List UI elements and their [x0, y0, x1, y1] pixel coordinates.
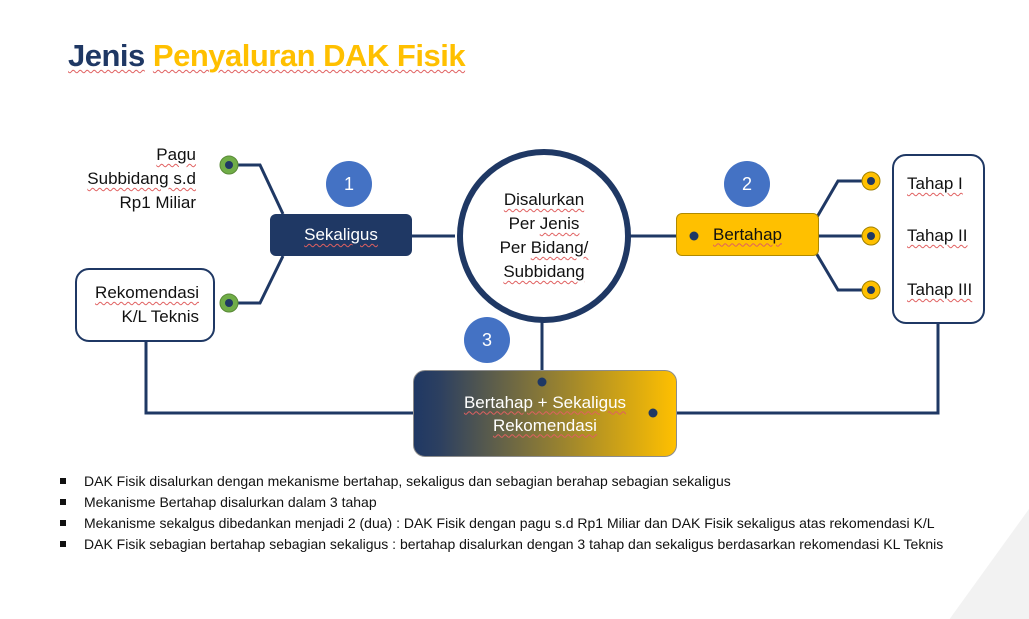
combined-line-2: Rekomendasi	[493, 415, 597, 435]
center-line-4: Subbidang	[503, 262, 585, 281]
center-line-2-jenis: Jenis	[539, 214, 580, 233]
tahap-box: Tahap I Tahap II Tahap III	[892, 154, 985, 324]
bullet-item: Mekanisme Bertahap disalurkan dalam 3 ta…	[60, 492, 943, 513]
badge-1-number: 1	[343, 173, 354, 194]
center-line-1: Disalurkan	[503, 190, 585, 209]
dot-tahap-1-center	[867, 177, 875, 185]
pagu-line-1: Pagu	[156, 145, 196, 164]
sekaligus-label: Sekaligus	[304, 225, 378, 244]
bullet-icon	[60, 478, 66, 484]
bertahap-label: Bertahap	[713, 224, 782, 244]
pagu-line-3: Rp1 Miliar	[119, 193, 196, 212]
tahap-2-label: Tahap II	[907, 226, 968, 245]
bullet-icon	[60, 541, 66, 547]
bullet-item: DAK Fisik disalurkan dengan mekanisme be…	[60, 471, 943, 492]
pagu-line-2-text: Subbidang s.d	[87, 169, 196, 188]
combined-line-1: Bertahap + Sekaligus	[463, 392, 627, 412]
combined-top-dot	[537, 377, 547, 387]
dot-rekomendasi-center	[225, 299, 233, 307]
badge-2-number: 2	[741, 173, 752, 194]
center-line-3: Per Bidang/	[499, 238, 589, 257]
title-part-2: Penyaluran DAK Fisik	[152, 38, 466, 73]
page-title: Jenis Penyaluran DAK Fisik	[68, 38, 466, 74]
connector-tahap-combined	[654, 323, 940, 415]
sekaligus-node: Sekaligus	[270, 214, 412, 256]
bullet-text: Mekanisme sekalgus dibedankan menjadi 2 …	[84, 515, 935, 531]
tahap-1-label: Tahap I	[907, 174, 963, 193]
bertahap-node: Bertahap	[676, 213, 819, 256]
rekomendasi-line-1: Rekomendasi	[95, 283, 199, 302]
bullet-text: DAK Fisik sebagian bertahap sebagian sek…	[84, 536, 944, 552]
rekomendasi-line-2: K/L Teknis	[121, 307, 200, 326]
tahap-3-label: Tahap III	[907, 280, 973, 299]
badge-3: 3	[464, 317, 510, 363]
center-line-2: Per Jenis	[508, 214, 580, 233]
bullet-text: DAK Fisik disalurkan dengan mekanisme be…	[84, 473, 731, 489]
bertahap-dot	[689, 231, 699, 241]
title-part-1: Jenis	[68, 38, 145, 73]
connector-rekomendasi-combined	[144, 341, 414, 415]
combined-right-dot	[648, 408, 658, 418]
bullet-icon	[60, 520, 66, 526]
dot-tahap-3-center	[867, 286, 875, 294]
rekomendasi-box: Rekomendasi K/L Teknis	[75, 268, 215, 342]
center-circle: Disalurkan Per Jenis Per Bidang/ Subbida…	[457, 149, 631, 323]
badge-1: 1	[326, 161, 372, 207]
dot-pagu-center	[225, 161, 233, 169]
connector-pagu	[229, 163, 285, 215]
bullet-item: Mekanisme sekalgus dibedankan menjadi 2 …	[60, 513, 943, 534]
bullet-item: DAK Fisik sebagian bertahap sebagian sek…	[60, 534, 943, 555]
bullet-list: DAK Fisik disalurkan dengan mekanisme be…	[60, 471, 943, 555]
connector-rekomendasi	[229, 255, 285, 305]
badge-3-number: 3	[481, 329, 492, 350]
bullet-icon	[60, 499, 66, 505]
center-line-3-bidang: Bidang/	[530, 238, 589, 257]
pagu-line-2: Subbidang s.d	[70, 167, 196, 191]
pagu-label: Pagu Subbidang s.d Rp1 Miliar	[70, 143, 196, 215]
badge-2: 2	[724, 161, 770, 207]
bullet-text: Mekanisme Bertahap disalurkan dalam 3 ta…	[84, 494, 377, 510]
dot-tahap-2-center	[867, 232, 875, 240]
